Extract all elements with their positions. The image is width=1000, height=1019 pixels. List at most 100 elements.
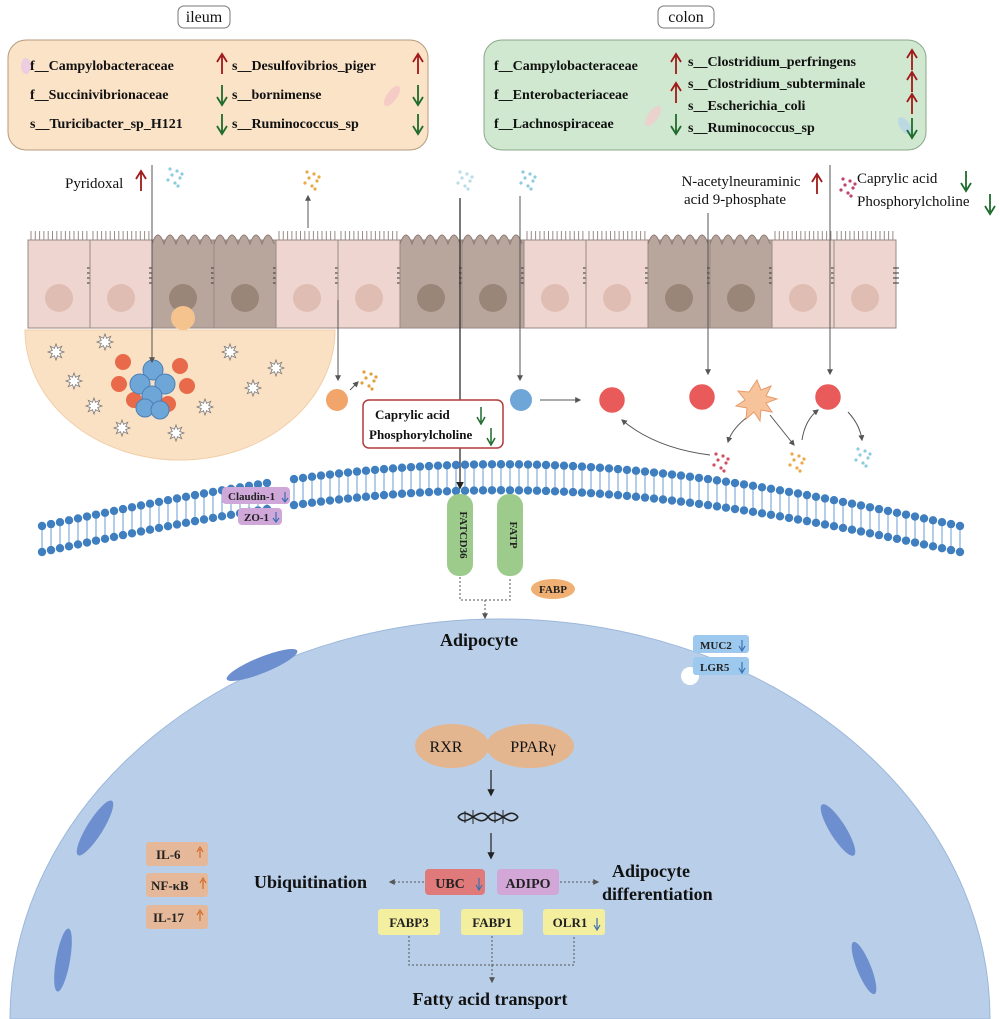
fatty-acid-transport-label: Fatty acid transport <box>413 989 568 1009</box>
adipocyte-differentiation-line2: differentiation <box>602 884 713 904</box>
ubc-badge: UBC <box>425 869 485 895</box>
svg-text:OLR1: OLR1 <box>553 915 588 930</box>
trend-arrow-icon <box>906 70 918 92</box>
ileum-taxa-box: f__Campylobacteraceae f__Succinivibrionac… <box>7 39 429 151</box>
microbe-icon <box>243 378 263 398</box>
fabp-bubble: FABP <box>531 579 575 599</box>
svg-text:Phosphorylcholine: Phosphorylcholine <box>369 427 473 442</box>
nucleus <box>851 284 879 312</box>
metabolite-particles <box>456 170 474 191</box>
microbe-icon <box>84 396 104 416</box>
metabolite-particles <box>839 177 857 198</box>
nucleus <box>665 284 693 312</box>
nucleus <box>603 284 631 312</box>
svg-text:Claudin-1: Claudin-1 <box>228 491 275 503</box>
caprylic-acid-label: Caprylic acid <box>857 171 972 193</box>
nf-kb-badge: NF-κB <box>146 873 208 897</box>
metabolite-particles <box>360 370 378 391</box>
nucleus <box>417 284 445 312</box>
muc2-badge: MUC2 <box>693 635 749 653</box>
taxon-label: s__Ruminococcus_sp <box>232 117 359 132</box>
svg-text:FABP3: FABP3 <box>389 915 429 930</box>
zo-1-badge: ZO-1 <box>238 508 282 525</box>
phosphorylcholine-label: Phosphorylcholine <box>857 194 996 216</box>
svg-text:Caprylic acid: Caprylic acid <box>375 407 451 422</box>
trend-arrow-icon <box>412 85 424 107</box>
adipocyte-title: Adipocyte <box>440 630 518 650</box>
metabolite-particles <box>519 170 537 191</box>
metabolite-particles <box>166 167 184 188</box>
taxon-label: s__Ruminococcus_sp <box>688 121 815 136</box>
damaged-cell-icon <box>734 378 779 423</box>
trend-arrow-icon <box>670 81 682 103</box>
fabp3-badge: FABP3 <box>378 909 440 935</box>
svg-text:IL-6: IL-6 <box>156 847 181 862</box>
svg-text:FABP1: FABP1 <box>472 915 511 930</box>
svg-text:Pyridoxal: Pyridoxal <box>65 176 123 192</box>
metabolite-particles <box>712 452 730 473</box>
trend-arrow-icon <box>216 85 228 107</box>
lamina-propria <box>24 329 336 461</box>
trend-arrow-icon <box>412 114 424 136</box>
metabolite-particles <box>788 452 806 473</box>
colon-taxa-box: f__Campylobacteraceae f__Enterobacteriace… <box>483 39 927 151</box>
trend-arrow-icon <box>670 114 682 136</box>
microbe-icon <box>64 371 84 391</box>
svg-text:FATP: FATP <box>507 521 519 548</box>
circulating-cells <box>324 378 844 423</box>
microbe-icon <box>112 418 132 438</box>
taxon-label: f__Lachnospiraceae <box>494 117 614 132</box>
nucleus <box>107 284 135 312</box>
nucleus <box>293 284 321 312</box>
fabp1-badge: FABP1 <box>461 909 523 935</box>
lipid-bilayer <box>37 460 965 557</box>
svg-text:colon: colon <box>668 9 704 26</box>
taxon-label: s__bornimense <box>232 88 321 103</box>
svg-text:FATCD36: FATCD36 <box>457 511 469 559</box>
svg-text:Caprylic acid: Caprylic acid <box>857 171 938 187</box>
svg-text:ZO-1: ZO-1 <box>244 512 269 524</box>
microbe-icon <box>46 342 66 362</box>
svg-text:acid 9-phosphate: acid 9-phosphate <box>684 192 786 208</box>
nucleus <box>169 284 197 312</box>
svg-text:UBC: UBC <box>435 877 465 892</box>
ileum-label: ileum <box>177 5 231 29</box>
nucleus <box>479 284 507 312</box>
receptor-connector <box>459 577 511 601</box>
fatp-receptor: FATP <box>497 494 523 576</box>
microbe-icon <box>166 423 186 443</box>
svg-text:ADIPO: ADIPO <box>505 877 550 892</box>
svg-text:LGR5: LGR5 <box>700 662 730 674</box>
adipocyte-differentiation-line1: Adipocyte <box>612 861 690 881</box>
nucleus <box>45 284 73 312</box>
svg-text:Phosphorylcholine: Phosphorylcholine <box>857 194 970 210</box>
taxon-label: f__Succinivibrionaceae <box>30 88 168 103</box>
taxon-label: s__Desulfovibrios_piger <box>232 59 376 74</box>
colon-label: colon <box>657 5 715 29</box>
il-17-badge: IL-17 <box>146 905 208 929</box>
svg-text:MUC2: MUC2 <box>700 640 732 652</box>
rxr-label: RXR <box>430 739 463 756</box>
adipo-badge: ADIPO <box>497 869 559 895</box>
ppar-label: PPARγ <box>510 739 556 756</box>
paneth-cell <box>171 306 195 330</box>
taxon-label: f__Enterobacteriaceae <box>494 88 628 103</box>
taxon-label: f__Campylobacteraceae <box>30 59 174 74</box>
il-6-badge: IL-6 <box>146 842 208 866</box>
metabolite-particles <box>854 447 872 468</box>
nucleus <box>541 284 569 312</box>
trend-arrow-icon <box>216 114 228 136</box>
svg-text:NF-κB: NF-κB <box>151 878 189 893</box>
trend-arrow-icon <box>906 92 918 114</box>
svg-text:IL-17: IL-17 <box>153 910 185 925</box>
olr1-badge: OLR1 <box>543 909 605 935</box>
fatcd36-receptor: FATCD36 <box>447 494 473 576</box>
n-acetylneuraminic-label: N-acetylneuraminic acid 9-phosphate <box>681 172 823 208</box>
metabolite-particles <box>303 170 321 191</box>
trend-arrow-icon <box>906 48 918 70</box>
taxon-label: f__Campylobacteraceae <box>494 59 638 74</box>
rxr-ppar-complex: RXR PPARγ <box>415 724 574 768</box>
microbe-icon <box>95 332 115 352</box>
trend-arrow-icon <box>412 52 424 74</box>
